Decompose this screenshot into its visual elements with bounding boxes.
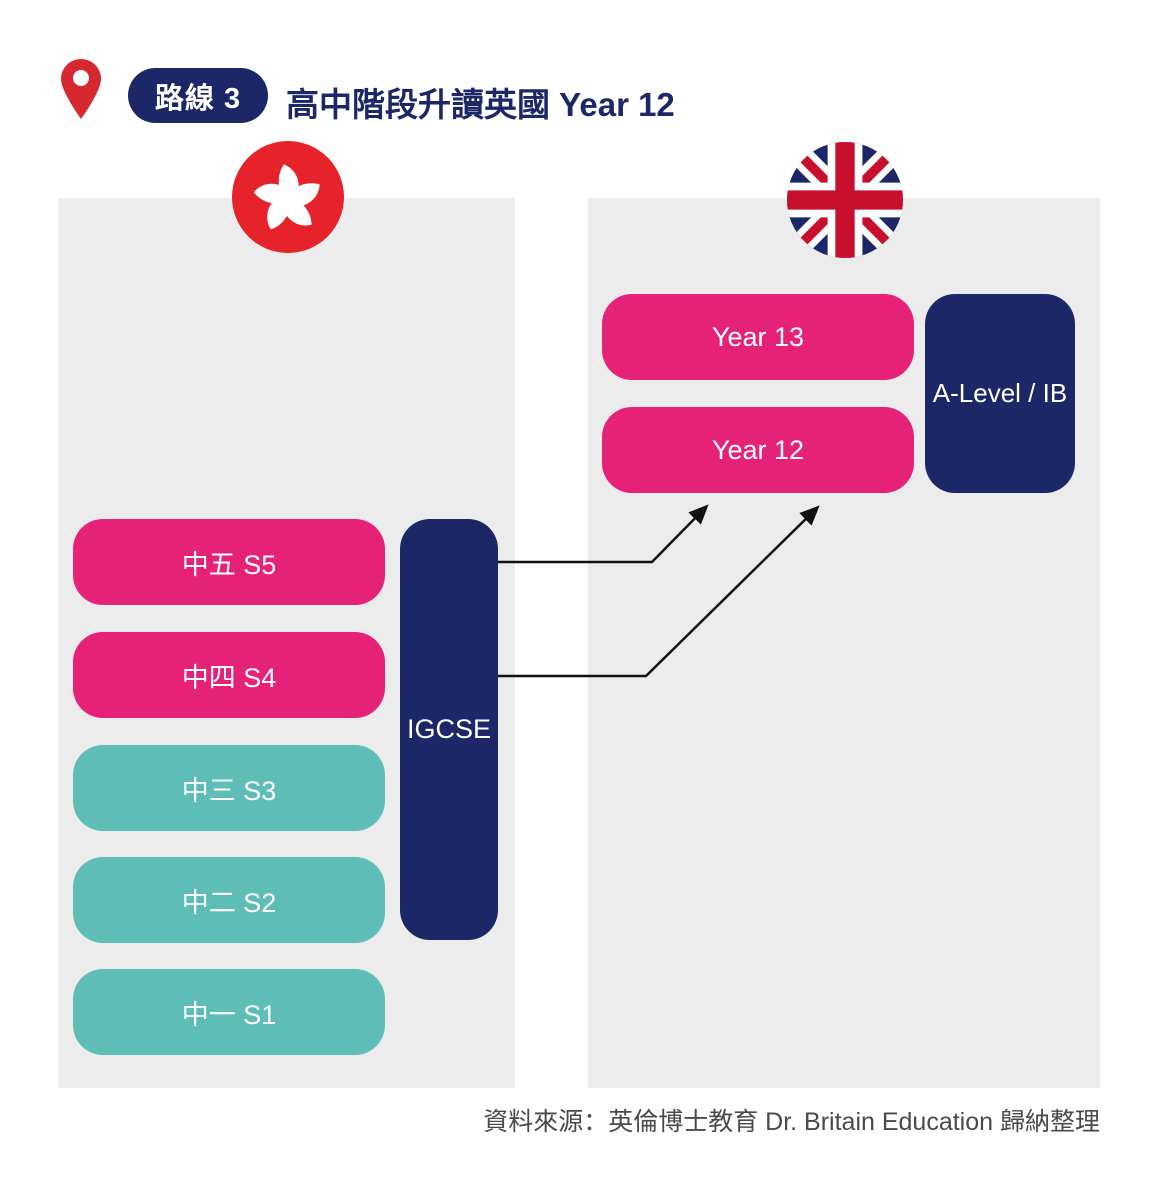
year-pill-13: Year 13: [602, 294, 914, 380]
page-title: 高中階段升讀英國 Year 12: [286, 86, 675, 123]
uk-flag-icon: [787, 142, 903, 258]
hong-kong-flag-icon: [232, 141, 344, 253]
stage-label: 中二 S2: [181, 887, 277, 918]
route-badge: 路線 3: [128, 68, 268, 123]
alevel-ib-label: A-Level / IB: [932, 378, 1068, 408]
stage-pill-s3: 中三 S3: [73, 745, 385, 831]
stage-label: 中三 S3: [181, 775, 277, 806]
year-label: Year 12: [711, 434, 805, 465]
year-label: Year 13: [711, 321, 805, 352]
stage-label: 中四 S4: [181, 662, 277, 693]
stage-pill-s1: 中一 S1: [73, 969, 385, 1055]
stage-label: 中五 S5: [181, 549, 277, 580]
stage-pill-s2: 中二 S2: [73, 857, 385, 943]
stage-label: 中一 S1: [181, 999, 277, 1030]
igcse-label: IGCSE: [406, 714, 492, 744]
stage-pill-s5: 中五 S5: [73, 519, 385, 605]
alevel-ib-block: A-Level / IB: [925, 294, 1075, 493]
igcse-block: IGCSE: [400, 519, 498, 940]
stage-pill-s4: 中四 S4: [73, 632, 385, 718]
source-note: 資料來源：英倫博士教育 Dr. Britain Education 歸納整理: [483, 1108, 1100, 1136]
location-pin-icon: [61, 59, 101, 119]
year-pill-12: Year 12: [602, 407, 914, 493]
